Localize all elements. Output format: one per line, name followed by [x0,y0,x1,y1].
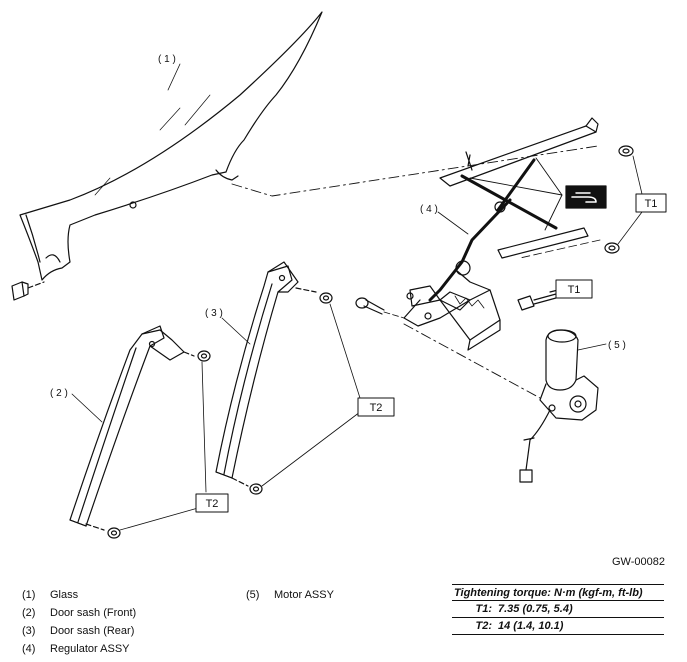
t2-front-label: T2 [206,498,219,510]
torque-table-heading: Tightening torque: N·m (kgf-m, ft-lb) [452,584,664,601]
torque-tag-t2-rear: T2 [357,397,395,417]
glass-part [11,11,323,301]
legend-item: (2)Door sash (Front) [22,607,137,619]
regulator-callout-leader [437,211,469,235]
grease-hand-icon [565,185,607,209]
legend-item: (4)Regulator ASSY [22,643,130,655]
torque-tag-t2-front: T2 [195,493,229,513]
callout-door-sash-rear: ( 3 ) [205,308,223,319]
t1-bolt [517,289,559,311]
callout-door-sash-front: ( 2 ) [50,388,68,399]
torque-table: Tightening torque: N·m (kgf-m, ft-lb) T1… [452,584,664,635]
figure-code: GW-00082 [612,556,665,568]
t1-nut-upper [618,145,634,157]
grease-pointer-lines [469,157,563,231]
regulator-bolt-left [355,297,405,319]
t1-nut-lower [604,242,620,254]
regulator-part [403,117,599,351]
callout-regulator: ( 4 ) [420,204,438,215]
torque-tag-t1-lower: T1 [555,279,593,299]
door-sash-front-part [69,325,211,539]
legend-item: (3)Door sash (Rear) [22,625,135,637]
glass-callout-leader [167,63,181,91]
motor-part [519,329,599,483]
callout-glass: ( 1 ) [158,54,176,65]
torque-tag-t1-upper: T1 [635,193,667,213]
glass-leader-line [231,145,599,197]
callout-motor: ( 5 ) [608,340,626,351]
t1-lower-label: T1 [568,284,581,296]
legend-column-right: (5)Motor ASSY [246,586,334,604]
legend-item: (1)Glass [22,589,79,601]
t1-upper-label: T1 [645,198,658,210]
legend-item: (5)Motor ASSY [246,589,334,601]
torque-row-t2: T2:14 (1.4, 10.1) [452,618,664,635]
t2-rear-label: T2 [370,402,383,414]
door-sash-rear-part [215,261,333,495]
torque-row-t1: T1:7.35 (0.75, 5.4) [452,601,664,618]
legend-column-left: (1)Glass (2)Door sash (Front) (3)Door sa… [22,586,136,658]
exploded-view-diagram: T1 T1 T2 T2 ( 1 ) ( 2 ) ( 3 ) ( 4 ) ( 5 … [11,11,667,539]
